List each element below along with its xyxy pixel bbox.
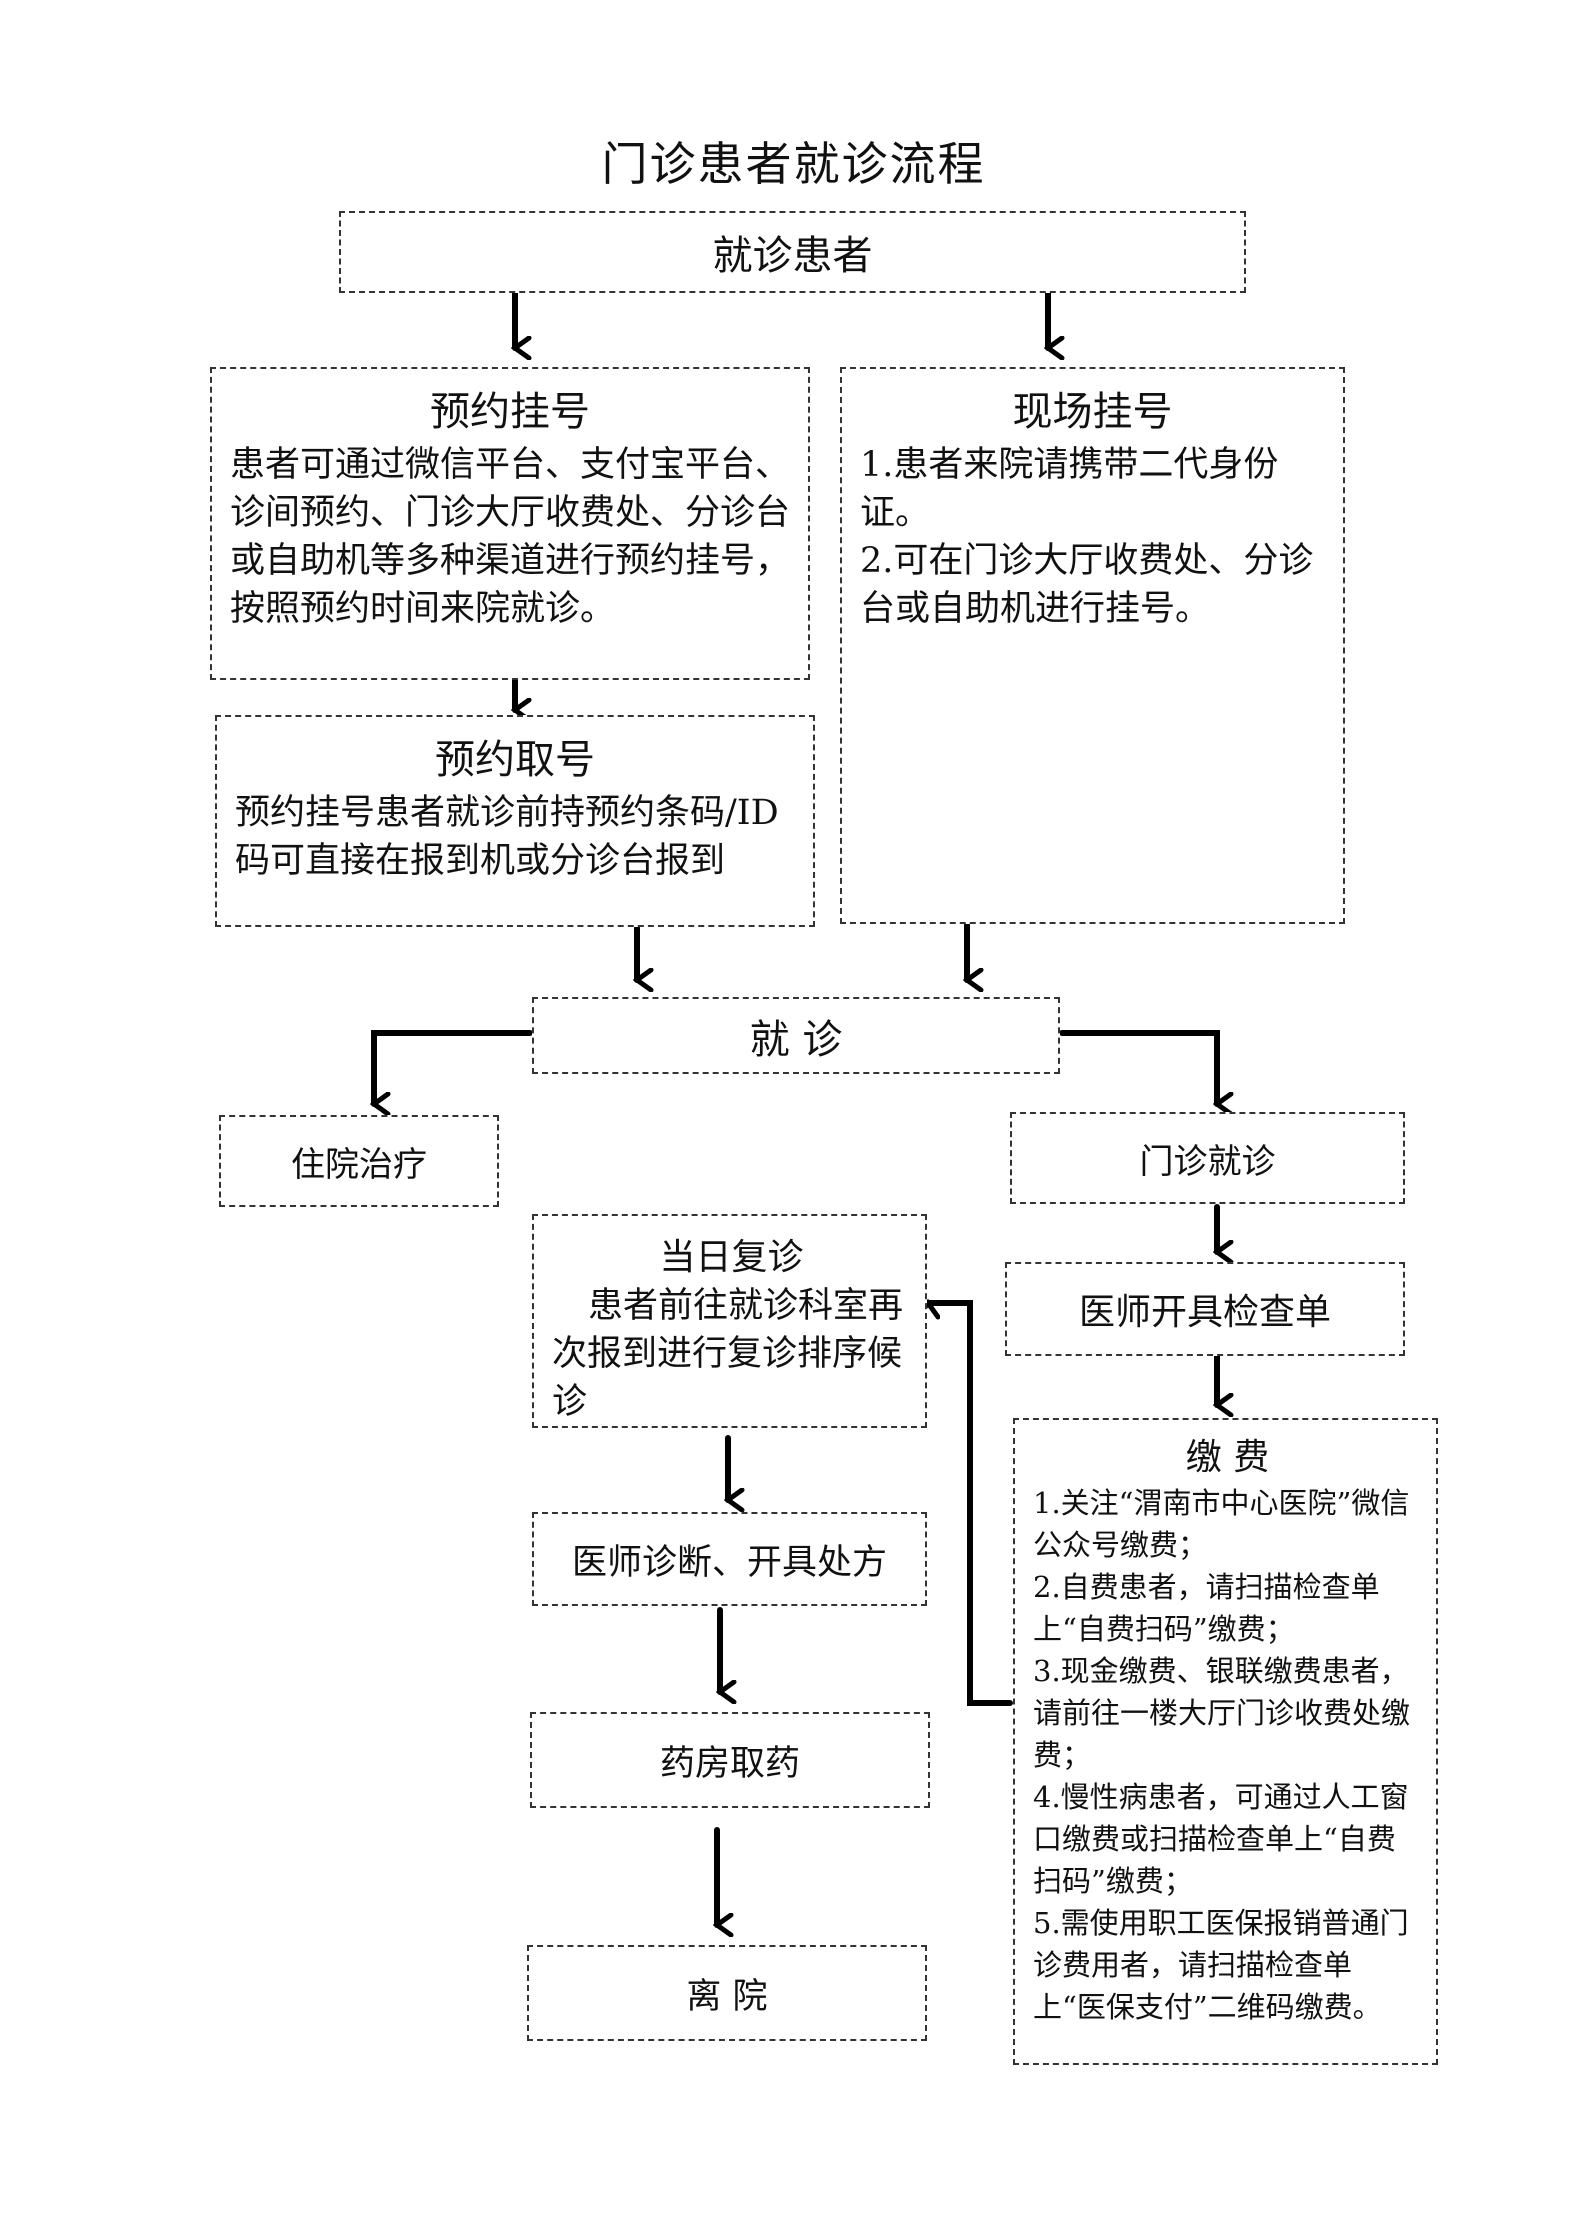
payment-item-3: 3.现金缴费、银联缴费患者，请前往一楼大厅门诊收费处缴费； <box>1033 1654 1411 1772</box>
appointment-heading: 预约挂号 <box>430 389 590 435</box>
visit-label: 就 诊 <box>749 1016 843 1063</box>
onsite-heading: 现场挂号 <box>1012 389 1173 435</box>
onsite-node: 现场挂号 1.患者来院请携带二代身份证。 2.可在门诊大厅收费处、分诊台或自助机… <box>840 367 1345 924</box>
leave-node: 离 院 <box>527 1945 927 2041</box>
start-node: 就诊患者 <box>339 211 1246 293</box>
ticket-heading: 预约取号 <box>435 737 595 783</box>
arrow-visit-to-inpatient <box>374 1030 533 1104</box>
payment-node: 缴 费 1.关注“渭南市中心医院”微信公众号缴费； 2.自费患者，请扫描检查单上… <box>1013 1418 1438 2065</box>
inpatient-node: 住院治疗 <box>219 1115 499 1207</box>
visit-node: 就 诊 <box>532 997 1060 1074</box>
page-title: 门诊患者就诊流程 <box>601 137 986 191</box>
ticket-node: 预约取号 预约挂号患者就诊前持预约条码/ID码可直接在报到机或分诊台报到 <box>215 715 815 927</box>
diagnosis-label: 医师诊断、开具处方 <box>571 1542 887 1583</box>
exam-order-node: 医师开具检查单 <box>1005 1262 1405 1356</box>
exam-order-label: 医师开具检查单 <box>1078 1292 1331 1333</box>
pharmacy-label: 药房取药 <box>659 1743 800 1784</box>
payment-item-5: 5.需使用职工医保报销普通门诊费用者，请扫描检查单上“医保支付”二维码缴费。 <box>1033 1906 1409 2024</box>
revisit-node: 当日复诊 患者前往就诊科室再次报到进行复诊排序候诊 <box>532 1214 927 1428</box>
revisit-body: 患者前往就诊科室再次报到进行复诊排序候诊 <box>552 1286 904 1422</box>
leave-label: 离 院 <box>686 1976 768 2017</box>
diagnosis-node: 医师诊断、开具处方 <box>532 1512 927 1606</box>
revisit-heading: 当日复诊 <box>659 1237 804 1278</box>
payment-item-1: 1.关注“渭南市中心医院”微信公众号缴费； <box>1033 1486 1410 1562</box>
inpatient-label: 住院治疗 <box>291 1144 427 1185</box>
onsite-item-2: 2.可在门诊大厅收费处、分诊台或自助机进行挂号。 <box>860 541 1314 629</box>
arrow-visit-to-outpatient <box>1059 1030 1217 1104</box>
start-label: 就诊患者 <box>712 233 873 279</box>
payment-item-2: 2.自费患者，请扫描检查单上“自费扫码”缴费； <box>1033 1570 1380 1646</box>
appointment-node: 预约挂号 患者可通过微信平台、支付宝平台、诊间预约、门诊大厅收费处、分诊台或自助… <box>210 367 810 680</box>
ticket-body: 预约挂号患者就诊前持预约条码/ID码可直接在报到机或分诊台报到 <box>235 793 779 881</box>
onsite-item-1: 1.患者来院请携带二代身份证。 <box>860 445 1279 533</box>
outpatient-node: 门诊就诊 <box>1010 1112 1405 1204</box>
appointment-body: 患者可通过微信平台、支付宝平台、诊间预约、门诊大厅收费处、分诊台或自助机等多种渠… <box>230 445 791 629</box>
outpatient-label: 门诊就诊 <box>1139 1141 1276 1182</box>
payment-item-4: 4.慢性病患者，可通过人工窗口缴费或扫描检查单上“自费扫码”缴费； <box>1033 1780 1409 1898</box>
pharmacy-node: 药房取药 <box>530 1712 930 1808</box>
payment-heading: 缴 费 <box>1185 1437 1270 1478</box>
arrow-payment-to-revisit <box>928 1303 1013 1706</box>
